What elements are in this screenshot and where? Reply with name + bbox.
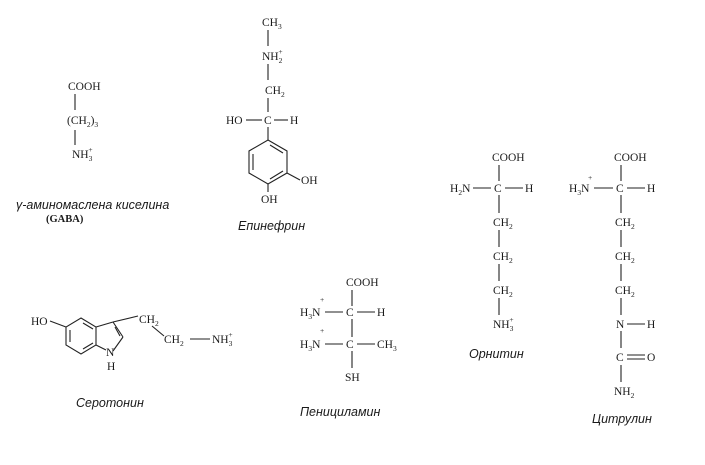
pen-h: H bbox=[377, 307, 385, 319]
cit-cooh: COOH bbox=[614, 152, 647, 164]
sero-ch2-a: CH2 bbox=[139, 314, 159, 328]
cit-h3n: H3N bbox=[569, 183, 590, 197]
sero-h: H bbox=[107, 361, 115, 373]
cit-h-alpha: H bbox=[647, 183, 655, 195]
epi-ch3: CH3 bbox=[262, 17, 282, 31]
sero-ho: HO bbox=[31, 316, 48, 328]
epi-oh-para: OH bbox=[261, 194, 278, 206]
pen-plus-1: + bbox=[320, 295, 324, 304]
cit-ch2-1: CH2 bbox=[615, 217, 635, 231]
epi-c: C bbox=[264, 115, 272, 127]
orn-nh3: NH3+ bbox=[493, 315, 514, 333]
sero-ch2-b: CH2 bbox=[164, 334, 184, 348]
pen-c-2: C bbox=[346, 339, 354, 351]
gaba-abbr: (GABA) bbox=[46, 214, 84, 225]
gaba-nh3: NH3+ bbox=[72, 145, 93, 163]
penicillamine-structure: COOH + H3N C H + H3N C CH3 SH bbox=[300, 277, 397, 384]
epinephrine-structure: CH3 NH2+ CH2 HO C H OH OH bbox=[226, 17, 318, 206]
orn-ch2-1: CH2 bbox=[493, 217, 513, 231]
epi-ho: HO bbox=[226, 115, 243, 127]
pen-sh: SH bbox=[345, 372, 360, 384]
pen-h3n-2: H3N bbox=[300, 339, 321, 353]
citrulline-caption: Цитрулин bbox=[592, 412, 652, 426]
cit-c-alpha: C bbox=[616, 183, 624, 195]
pen-cooh: COOH bbox=[346, 277, 379, 289]
orn-cooh: COOH bbox=[492, 152, 525, 164]
pen-h3n-1: H3N bbox=[300, 307, 321, 321]
orn-c: C bbox=[494, 183, 502, 195]
epinephrine-caption: Епинефрин bbox=[238, 219, 306, 233]
cit-o: O bbox=[647, 352, 655, 364]
ornithine-caption: Орнитин bbox=[469, 347, 524, 361]
orn-h2n: H2N bbox=[450, 183, 471, 197]
cit-h-n: H bbox=[647, 319, 655, 331]
gaba-caption: γ-аминомаслена киселина bbox=[16, 198, 170, 212]
pen-plus-2: + bbox=[320, 326, 324, 335]
gaba-cooh: COOH bbox=[68, 81, 101, 93]
sero-nh3: NH3+ bbox=[212, 330, 233, 348]
pen-c-1: C bbox=[346, 307, 354, 319]
ornithine-structure: COOH H2N C H CH2 CH2 CH2 NH3+ bbox=[450, 152, 533, 333]
orn-ch2-3: CH2 bbox=[493, 285, 513, 299]
cit-plus: + bbox=[588, 173, 592, 182]
citrulline-structure: COOH + H3N C H CH2 CH2 CH2 N H C O NH2 bbox=[569, 152, 655, 400]
orn-ch2-2: CH2 bbox=[493, 251, 513, 265]
penicillamine-caption: Пенициламин bbox=[300, 405, 381, 419]
gaba-structure: COOH (CH2)3 NH3+ bbox=[67, 81, 101, 163]
cit-n: N bbox=[616, 319, 625, 331]
epi-nh2: NH2+ bbox=[262, 47, 283, 65]
epi-h: H bbox=[290, 115, 298, 127]
epi-oh-ring: OH bbox=[301, 175, 318, 187]
serotonin-caption: Серотонин bbox=[76, 396, 144, 410]
cit-ch2-3: CH2 bbox=[615, 285, 635, 299]
cit-c-urea: C bbox=[616, 352, 624, 364]
pen-ch3: CH3 bbox=[377, 339, 397, 353]
serotonin-structure: HO N H CH2 CH2 NH3+ bbox=[31, 314, 233, 373]
cit-ch2-2: CH2 bbox=[615, 251, 635, 265]
sero-n: N bbox=[106, 347, 115, 359]
epi-ch2: CH2 bbox=[265, 85, 285, 99]
orn-h: H bbox=[525, 183, 533, 195]
cit-nh2: NH2 bbox=[614, 386, 635, 400]
gaba-ch2: (CH2)3 bbox=[67, 115, 98, 129]
